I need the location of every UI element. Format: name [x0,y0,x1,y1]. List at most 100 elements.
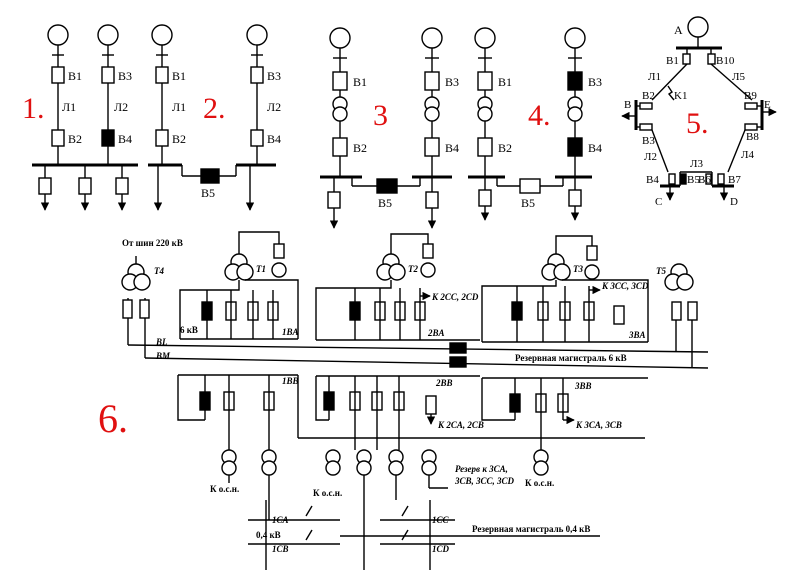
scheme-number-5: 5. [686,107,709,140]
label-t5: T5 [656,266,666,276]
label-k-2cc: К 2CC, 2CD [431,292,479,302]
label-b10: B10 [716,55,735,67]
label-b3: B3 [588,75,602,89]
label-reserve-6kv: Резервная магистраль 6 кВ [515,353,627,363]
label-l1: Л1 [172,100,186,114]
lower-cells-3: К 3CA, 3CB [481,378,622,450]
label-b1: B1 [172,69,186,83]
label-kosn-2: К о.с.н. [313,488,342,498]
label-b8: B8 [746,131,759,143]
label-b5: B5 [521,196,535,210]
scheme-4: B1 B3 B2 B4 B5 [468,27,602,221]
label-k-3ca: К 3CA, 3CB [575,420,622,430]
label-6kv: 6 кВ [180,325,198,335]
label-l4: Л4 [741,149,754,161]
label-1ba: 1BA [282,327,299,337]
label-b1: B1 [498,75,512,89]
generator-icon [246,24,268,46]
breaker-b5 [376,178,398,194]
breaker-b3 [101,66,115,84]
label-b4: B4 [646,174,659,186]
label-3bb: 3BB [574,381,592,391]
label-l5: Л5 [732,71,745,83]
node-e: E [764,99,771,111]
label-b7: B7 [728,174,741,186]
label-b2: B2 [68,132,82,146]
label-rezerv-1: Резерв к 3CA, [455,464,508,474]
generator-icon [151,24,173,46]
label-b5: B5 [378,196,392,210]
label-b3: B3 [118,69,132,83]
label-l1: Л1 [62,100,76,114]
label-l1: Л1 [648,71,661,83]
label-bl: BL [155,337,168,347]
label-2bb: 2BB [435,378,453,388]
scheme-number-2: 2. [203,92,226,125]
transformer-t2: T2 [376,253,418,281]
label-from-220kv: От шин 220 кВ [122,238,183,248]
breaker-b4 [101,129,115,147]
label-b6: B6 [698,174,711,186]
label-l2: Л2 [644,151,657,163]
label-1bb: 1BB [282,376,299,386]
label-04kv: 0,4 кВ [256,530,281,540]
label-bm: BM [155,351,171,361]
scheme-2: B1 B3 Л1 Л2 B2 B4 B5 [148,24,281,211]
label-b4: B4 [267,132,281,146]
label-k-3cc: К 3CC, 3CD [601,281,649,291]
label-b2: B2 [172,132,186,146]
node-b: B [624,99,631,111]
label-t2: T2 [408,264,418,274]
label-b3: B3 [267,69,281,83]
node-a: A [674,23,683,37]
transformer-t1: T1 [224,253,266,281]
scheme-number-1: 1. [22,92,45,125]
generator-icon [97,24,119,46]
label-2ba: 2BA [427,328,445,338]
lower-cells-2: К 2CA, 2CB [315,376,484,450]
aux-transformers [221,449,549,476]
node-d: D [730,196,738,208]
breaker-b5 [519,178,541,194]
label-b9: B9 [744,90,757,102]
label-reserve-04kv: Резервная магистраль 0,4 кВ [472,524,590,534]
label-kosn-3: К о.с.н. [525,478,554,488]
label-l2: Л2 [114,100,128,114]
label-b4: B4 [588,141,602,155]
label-b5: B5 [201,186,215,200]
label-rezerv-2: 3CB, 3CC, 3CD [454,476,515,486]
upper-cells-1 [179,279,299,339]
upper-cells-2: К 2CC, 2CD [315,280,479,340]
label-k1: K1 [674,90,687,102]
label-kosn-1: К о.с.н. [210,484,239,494]
node-c: C [655,196,662,208]
label-b1: B1 [68,69,82,83]
label-b2: B2 [353,141,367,155]
label-b2: B2 [642,90,655,102]
lower-cells-1 [177,375,275,450]
generator-icon [687,16,709,38]
breaker-b2 [51,129,65,147]
label-b5: B5 [687,174,700,186]
breaker-b5 [200,168,220,184]
label-k-2ca: К 2CA, 2CB [437,420,484,430]
scheme-3: B1 B3 B2 B4 B5 [320,27,459,229]
transformer-t5: T5 [656,263,694,291]
label-b1: B1 [353,75,367,89]
label-1ca: 1CA [272,515,289,525]
label-t1: T1 [256,264,266,274]
label-b3: B3 [445,75,459,89]
scheme-number-3: 3 [373,99,388,132]
label-b3: B3 [642,135,655,147]
scheme-number-4: 4. [528,99,551,132]
label-t4: T4 [154,266,164,276]
breaker-b1 [51,66,65,84]
transformer-t4: T4 [121,263,164,291]
label-1cc: 1CC [432,515,450,525]
label-b4: B4 [445,141,459,155]
label-b4: B4 [118,132,132,146]
label-l3: Л3 [690,158,703,170]
label-l2: Л2 [267,100,281,114]
transformer-t3: T3 [541,253,583,281]
